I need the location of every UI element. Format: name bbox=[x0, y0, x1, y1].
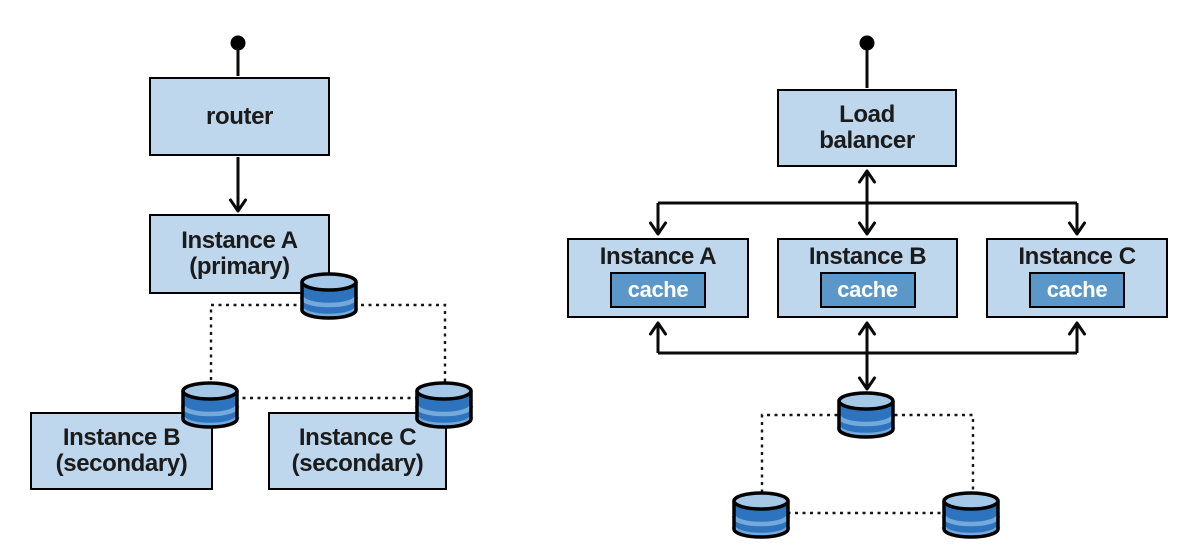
instance-c-label: Instance C bbox=[1018, 243, 1136, 270]
left-request-source-dot bbox=[230, 35, 246, 76]
instance-a-primary-node: Instance A (primary) bbox=[149, 214, 330, 294]
database-icon-replica-right bbox=[944, 493, 998, 537]
instance-b-secondary-sublabel: (secondary) bbox=[55, 450, 188, 477]
instance-c-secondary-sublabel: (secondary) bbox=[291, 450, 424, 477]
instance-c-secondary-node: Instance C (secondary) bbox=[268, 412, 447, 490]
instance-b-secondary-node: Instance B (secondary) bbox=[30, 412, 213, 490]
router-label: router bbox=[206, 102, 273, 130]
router-node: router bbox=[149, 77, 330, 156]
database-icon-replica-left bbox=[734, 493, 788, 537]
load-balancer-node: Load balancer bbox=[777, 89, 957, 167]
instances-to-database-arrows bbox=[649, 321, 1086, 391]
load-balancer-label-line1: Load bbox=[839, 101, 895, 128]
instance-c-secondary-label: Instance C bbox=[298, 424, 417, 451]
cache-b-label: cache bbox=[837, 277, 898, 302]
cache-box-a: cache bbox=[610, 272, 706, 308]
database-icon-main bbox=[839, 393, 893, 437]
left-replication-dotted-links bbox=[209, 303, 447, 400]
instance-a-primary-sublabel: (primary) bbox=[189, 253, 290, 280]
cache-a-label: cache bbox=[627, 277, 689, 302]
right-request-source-dot bbox=[859, 35, 875, 88]
instance-b-label: Instance B bbox=[808, 243, 927, 270]
instance-a-node: Instance A cache bbox=[567, 238, 749, 318]
cache-box-b: cache bbox=[819, 272, 916, 308]
instance-b-node: Instance B cache bbox=[777, 238, 958, 318]
cache-box-c: cache bbox=[1029, 272, 1125, 308]
instance-a-primary-label: Instance A bbox=[181, 227, 298, 254]
instance-b-secondary-label: Instance B bbox=[62, 424, 181, 451]
load-balancer-label-line2: balancer bbox=[819, 127, 915, 154]
cache-c-label: cache bbox=[1046, 277, 1108, 302]
right-replication-dotted-links bbox=[760, 413, 975, 515]
instance-c-node: Instance C cache bbox=[986, 238, 1168, 318]
load-balancer-fanout-arrows bbox=[649, 169, 1086, 236]
instance-a-label: Instance A bbox=[599, 243, 717, 270]
